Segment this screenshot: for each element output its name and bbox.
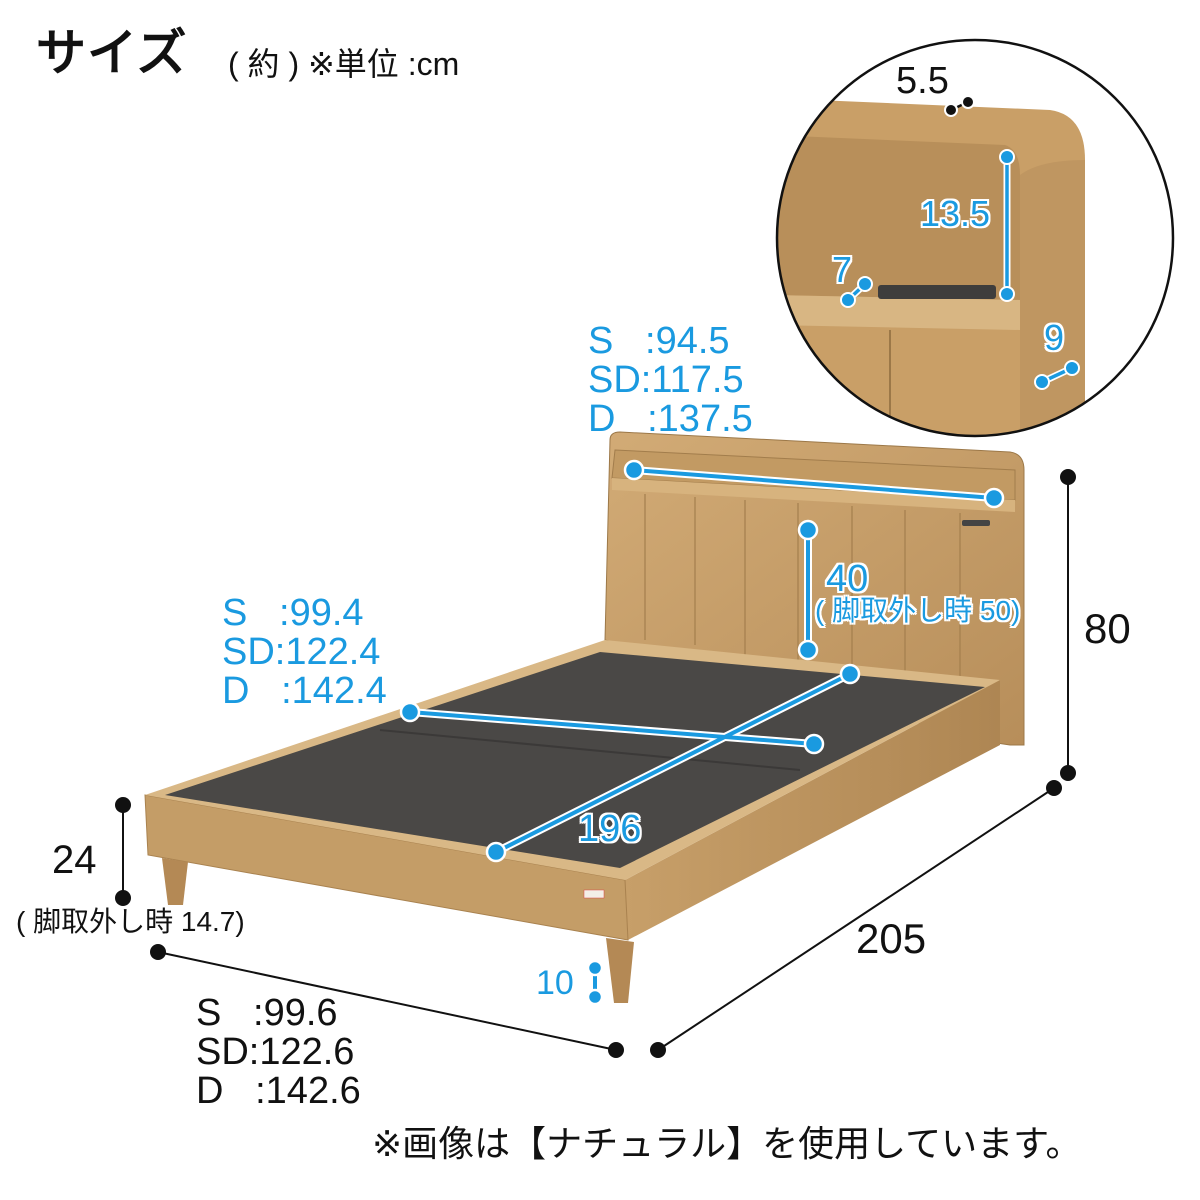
frame-height-note: ( 脚取外し時 14.7) bbox=[16, 906, 245, 937]
inset-top-thickness-label: 5.5 bbox=[896, 60, 949, 102]
leg-height-label: 10 bbox=[536, 964, 574, 1002]
inner-width-label: S :99.4 SD:122.4 D :142.4 bbox=[222, 592, 387, 712]
total-length-label: 205 bbox=[856, 915, 927, 962]
leg-front-left bbox=[162, 858, 188, 905]
color-footnote: ※画像は【ナチュラル】を使用しています。 bbox=[372, 1123, 1082, 1164]
brand-label bbox=[583, 889, 605, 899]
outer-width-label: S :99.6 SD:122.6 D :142.6 bbox=[196, 992, 361, 1112]
unit-note: ( 約 ) ※単位 :cm bbox=[228, 46, 460, 82]
inset-shelf-height-label: 13.5 bbox=[920, 193, 991, 234]
detail-inset bbox=[775, 38, 1175, 438]
black-endpoints bbox=[115, 469, 1076, 1058]
headboard-width-label: S :94.5 SD:117.5 D :137.5 bbox=[588, 320, 753, 440]
inset-side-thickness-label: 9 bbox=[1044, 317, 1065, 358]
frame-height-label: 24 bbox=[52, 838, 97, 882]
inset-outlet-label: 7 bbox=[832, 249, 853, 290]
foot-rail bbox=[144, 794, 629, 941]
black-dimension-lines bbox=[122, 477, 1069, 1051]
headboard-height-label: 40 bbox=[826, 558, 869, 600]
inner-length-label: 196 bbox=[578, 808, 642, 850]
side-rail bbox=[625, 680, 1000, 940]
total-height-label: 80 bbox=[1084, 605, 1131, 652]
blue-endpoints bbox=[399, 459, 1005, 1006]
headboard-height-note: ( 脚取外し時 50) bbox=[815, 595, 1021, 626]
blue-dimension-lines bbox=[408, 468, 996, 999]
leg-front-right bbox=[606, 938, 634, 1003]
page-title: サイズ bbox=[36, 25, 188, 81]
